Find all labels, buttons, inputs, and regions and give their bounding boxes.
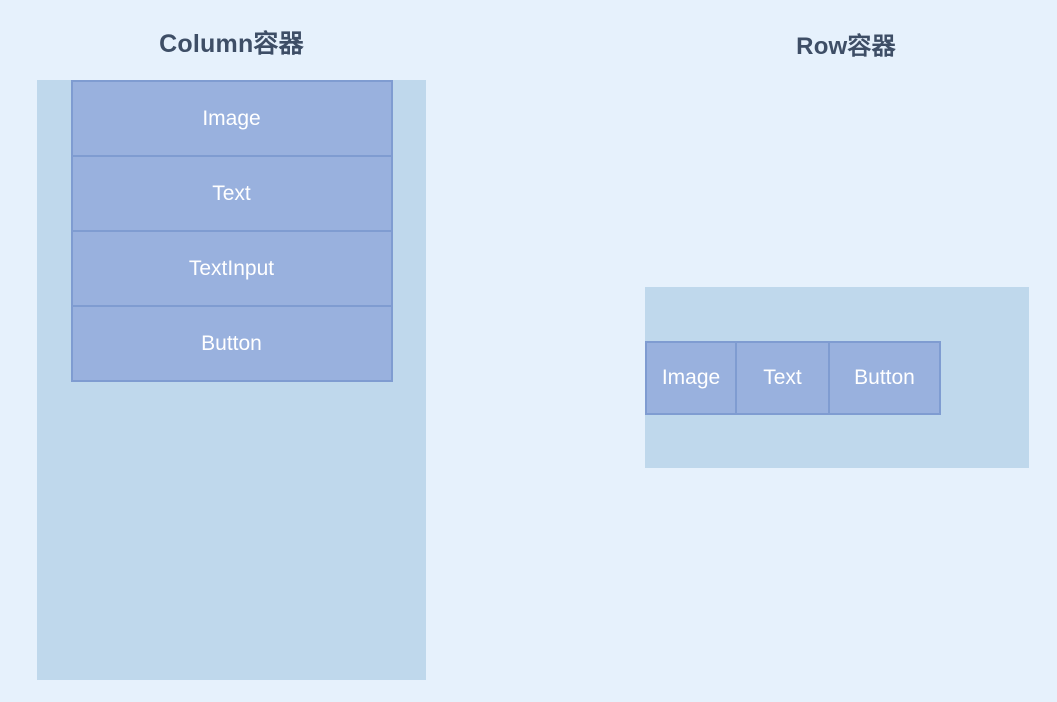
column-section-title: Column容器 bbox=[159, 30, 304, 58]
row-child-image: Image bbox=[645, 340, 737, 415]
column-child-image: Image bbox=[70, 80, 393, 157]
row-container: Image Text Button bbox=[645, 287, 1029, 468]
row-section-title: Row容器 bbox=[796, 33, 896, 60]
column-child-button: Button bbox=[70, 305, 393, 382]
row-child-button: Button bbox=[828, 340, 941, 415]
row-child-text: Text bbox=[735, 340, 830, 415]
column-child-text: Text bbox=[70, 155, 393, 232]
column-container: Image Text TextInput Button bbox=[37, 80, 426, 680]
column-child-textinput: TextInput bbox=[70, 230, 393, 307]
